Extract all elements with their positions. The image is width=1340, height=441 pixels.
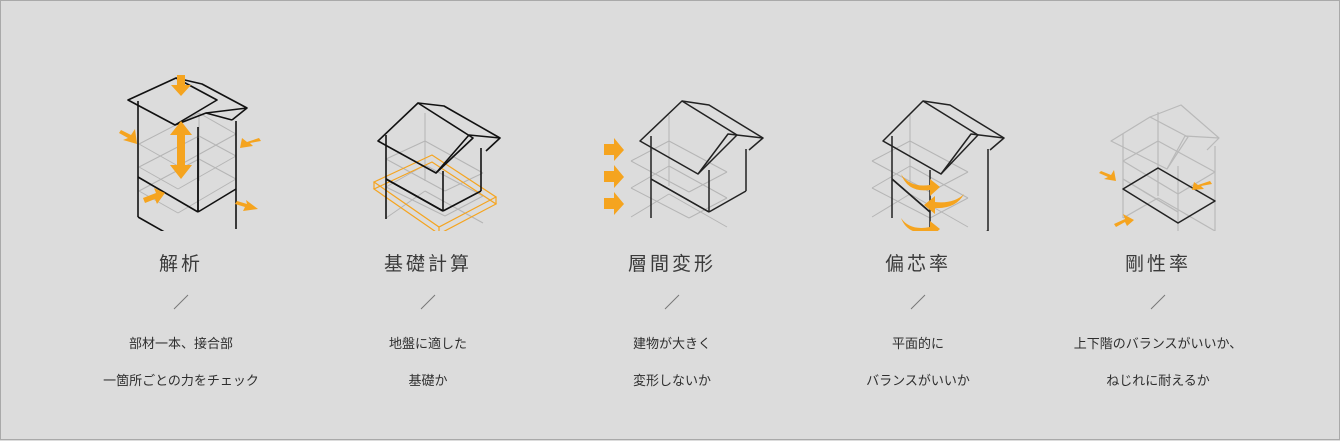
feature-description-line1: 地盤に適した [388,337,467,352]
slash-divider-icon [664,294,680,310]
feature-description-line1: 平面的に [891,337,944,352]
house-foundation-icon [308,41,548,231]
feature-title: 解析 [158,253,203,275]
feature-foundation-calc: 基礎計算 地盤に適した 基礎か [308,1,548,441]
feature-description-line1: 建物が大きく [632,337,711,352]
feature-title: 偏芯率 [884,253,951,275]
feature-description-line2: バランスがいいか [866,374,970,389]
house-torsion-icon [798,41,1038,231]
feature-title: 基礎計算 [383,253,472,275]
house-lateral-force-icon [552,41,792,231]
feature-description-line2: 変形しないか [632,374,711,389]
feature-description-line2: ねじれに耐えるか [1106,374,1210,389]
feature-eccentricity: 偏芯率 平面的に バランスがいいか [798,1,1038,441]
feature-description-line2: 基礎か [408,374,448,389]
feature-description-line1: 上下階のバランスがいいか、 [1073,337,1243,352]
feature-stiffness-ratio: 剛性率 上下階のバランスがいいか、 ねじれに耐えるか [1038,1,1278,441]
feature-story-drift: 層間変形 建物が大きく 変形しないか [552,1,792,441]
slash-divider-icon [420,294,436,310]
feature-title: 剛性率 [1124,253,1191,275]
feature-analysis: 解析 部材一本、接合部 一箇所ごとの力をチェック [61,1,301,441]
feature-title: 層間変形 [627,253,716,275]
house-load-analysis-icon [61,41,301,231]
slash-divider-icon [173,294,189,310]
house-floor-stiffness-icon [1038,41,1278,231]
slash-divider-icon [1150,294,1166,310]
feature-description-line2: 一箇所ごとの力をチェック [103,374,259,389]
slash-divider-icon [910,294,926,310]
feature-description-line1: 部材一本、接合部 [128,337,233,352]
